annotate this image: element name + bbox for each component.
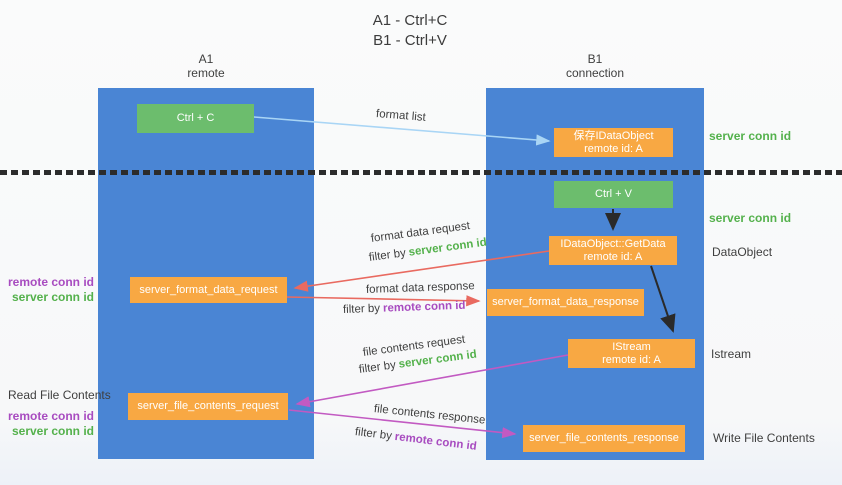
node-file-request-label: server_file_contents_request [137, 400, 279, 412]
annotation-istream: Istream [711, 347, 752, 361]
annotation-write-file-contents: Write File Contents [713, 431, 815, 445]
node-ctrl-c: Ctrl + C [137, 104, 254, 133]
node-idataobject-getdata: IDataObject::GetData remote id: A [549, 236, 677, 265]
annotation-left1-remote: remote conn id [7, 275, 94, 289]
lifeline-a1-subtitle: remote [187, 66, 225, 80]
annotation-left2-server: server conn id [11, 424, 94, 438]
annotation-dataobject: DataObject [712, 245, 773, 259]
filter-by-text-2: filter by [342, 302, 381, 316]
node-istream-line2: remote id: A [602, 353, 661, 366]
title-line-1: A1 - Ctrl+C [372, 12, 448, 29]
node-save-line2: remote id: A [584, 142, 643, 155]
diagram-title: A1 - Ctrl+C B1 - Ctrl+V [0, 11, 820, 51]
node-save-line1: 保存IDataObject [573, 129, 654, 142]
filter-by-text-1: filter by [368, 247, 407, 264]
annotation-server-conn-id-top: server conn id [709, 129, 792, 143]
lifeline-header-a1: A1 remote [98, 52, 314, 80]
node-server-file-contents-request: server_file_contents_request [128, 393, 288, 420]
node-ctrl-v-label: Ctrl + V [595, 188, 632, 200]
annotation-server-conn-id-mid: server conn id [709, 211, 792, 225]
node-ctrl-c-label: Ctrl + C [176, 112, 215, 124]
node-file-response-label: server_file_contents_response [529, 432, 679, 444]
flow-label-file-contents-response: file contents response [373, 403, 486, 427]
lifeline-b1-name: B1 [587, 52, 603, 66]
node-getdata-line1: IDataObject::GetData [560, 237, 666, 250]
node-server-format-data-request: server_format_data_request [130, 277, 287, 303]
flow-label-format-data-response: format data response [365, 280, 475, 296]
lifeline-a1-name: A1 [198, 52, 214, 66]
annotation-read-file-contents: Read File Contents [8, 388, 111, 402]
annotation-left2-remote: remote conn id [7, 409, 94, 423]
node-format-request-label: server_format_data_request [139, 283, 278, 296]
node-format-response-label: server_format_data_response [492, 296, 639, 308]
node-getdata-line2: remote id: A [583, 250, 643, 263]
title-line-2: B1 - Ctrl+V [373, 32, 447, 49]
lifeline-header-b1: B1 connection [486, 52, 704, 80]
node-save-idataobject: 保存IDataObject remote id: A [554, 128, 673, 157]
filter-id-4: remote conn id [394, 430, 478, 453]
node-server-format-data-response: server_format_data_response [487, 289, 644, 316]
annotation-left1-server: server conn id [11, 290, 94, 304]
flow-label-format-list: format list [375, 108, 427, 124]
node-istream-line1: IStream [612, 340, 651, 353]
node-istream: IStream remote id: A [568, 339, 695, 368]
annotation-conn-ids-left-1: remote conn id server conn id [0, 275, 94, 305]
filter-by-text-4: filter by [354, 426, 393, 443]
node-server-file-contents-response: server_file_contents_response [523, 425, 685, 452]
filter-by-text-3: filter by [358, 359, 397, 376]
session-divider-dotted-line [0, 170, 842, 175]
node-ctrl-v: Ctrl + V [554, 181, 673, 208]
filter-id-2: remote conn id [382, 299, 466, 315]
lifeline-b1-subtitle: connection [565, 66, 625, 80]
filter-id-1: server conn id [407, 236, 488, 259]
annotation-conn-ids-left-2: remote conn id server conn id [0, 409, 94, 439]
